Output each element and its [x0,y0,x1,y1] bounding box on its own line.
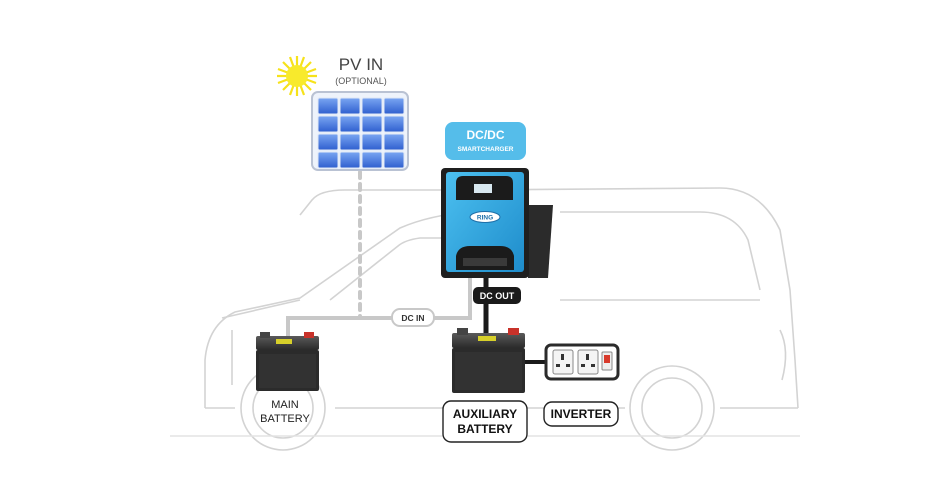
solar-cell [339,115,361,133]
solar-cell [317,151,339,169]
aux-battery-icon [452,328,525,393]
aux-battery-label: AUXILIARY BATTERY [442,400,528,443]
socket-icon [552,349,574,375]
main-battery-icon [256,332,319,391]
svg-text:DC OUT: DC OUT [480,291,515,301]
svg-text:DC IN: DC IN [401,313,424,323]
sun-icon [277,56,317,96]
pv-title: PV IN [339,55,383,74]
cables [286,170,472,344]
socket-icon [577,349,599,375]
solar-cell [317,97,339,115]
solar-cell [339,97,361,115]
solar-cell [361,115,383,133]
inverter-sockets [544,343,620,381]
dc-out-label: DC OUT [473,287,521,304]
solar-cell [317,115,339,133]
solar-cell [383,115,405,133]
solar-cell [383,151,405,169]
solar-cell [383,97,405,115]
solar-panel-icon [311,91,409,171]
badge-subtitle: SMARTCHARGER [458,146,514,153]
badge-title: DC/DC [467,128,505,142]
main-battery-label-line1: MAIN [271,399,299,411]
solar-cell [383,133,405,151]
svg-text:INVERTER: INVERTER [551,407,612,421]
inverter-label: INVERTER [543,401,619,427]
solar-cell [317,133,339,151]
solar-cell [339,133,361,151]
pv-subtitle: (OPTIONAL) [335,76,387,86]
charger-icon: RING [441,168,553,278]
svg-text:BATTERY: BATTERY [457,422,512,436]
solar-cell [361,97,383,115]
dc-in-label: DC IN [391,308,435,327]
smartcharger-badge: DC/DC SMARTCHARGER [445,122,526,160]
solar-cell [361,151,383,169]
switch-icon [601,351,613,371]
main-battery-label-line2: BATTERY [260,413,310,425]
charger-logo: RING [477,215,493,222]
solar-cell [339,151,361,169]
svg-text:AUXILIARY: AUXILIARY [453,407,517,421]
solar-cell [361,133,383,151]
